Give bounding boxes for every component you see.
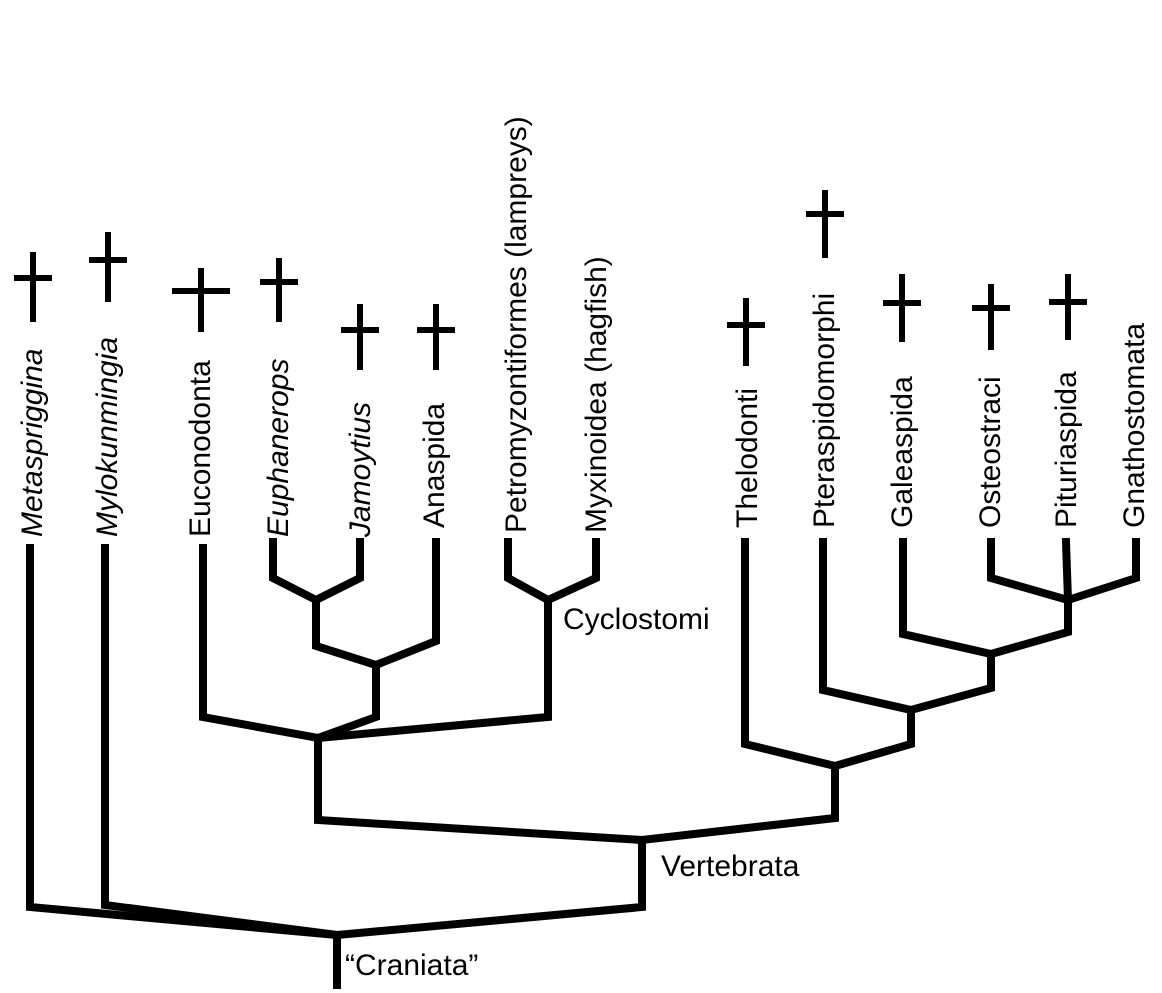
clade-label-craniata: “Craniata” — [345, 949, 478, 982]
taxon-label-myxinoidea: Myxinoidea (hagfish) — [580, 256, 613, 533]
extinction-markers — [14, 190, 1087, 370]
branch-petromyzontiformes — [504, 538, 554, 606]
branch-craniata-to-vertebrata — [332, 836, 646, 940]
taxon-labels: Metaspriggina Mylokunmingia Euconodonta … — [16, 116, 1151, 538]
taxon-label-petromyzontiformes: Petromyzontiformes (lampreys) — [500, 116, 533, 533]
branch-jamoytius — [310, 538, 364, 606]
branch-osteostraci — [987, 538, 1073, 605]
branch-galeaspida — [899, 538, 996, 659]
dagger-icon — [972, 284, 1010, 350]
branch-to-galeaspid-group — [906, 650, 995, 715]
dagger-icon — [1049, 274, 1087, 340]
taxon-label-thelodonti: Thelodonti — [731, 388, 764, 528]
clade-label-cyclostomi: Cyclostomi — [563, 603, 710, 636]
branch-node-euconodonta — [199, 544, 323, 743]
dagger-icon — [89, 232, 127, 302]
taxon-label-pituriaspida: Pituriaspida — [1050, 371, 1083, 528]
branch-vertebrata-to-thelodont-group — [637, 762, 839, 845]
branch-anaspid-group-to-anaspida — [370, 538, 440, 671]
taxon-label-mylokunmingia: Mylokunmingia — [91, 337, 124, 537]
taxon-label-jamoytius: Jamoytius — [344, 402, 377, 538]
dagger-icon — [806, 190, 844, 258]
branch-myxinoidea — [542, 538, 600, 606]
branch-thelodonti — [741, 538, 840, 771]
branch-craniata-to-metaspriggina — [26, 544, 342, 940]
branch-to-osteostraci-group — [986, 596, 1072, 659]
dagger-icon — [14, 252, 52, 322]
dagger-icon — [341, 304, 379, 370]
branch-euphanerops — [269, 538, 322, 606]
branch-node-to-anaspid-group — [312, 661, 380, 744]
dagger-icon — [417, 304, 455, 370]
branch-gnathostomata — [1062, 538, 1140, 606]
taxon-label-galeaspida: Galeaspida — [886, 376, 919, 528]
dagger-icon — [260, 258, 298, 322]
taxon-label-metaspriggina: Metaspriggina — [16, 349, 49, 537]
branch-anaspid-group-to-euph-jam — [312, 596, 382, 671]
dagger-icon — [727, 298, 765, 366]
taxon-label-euphanerops: Euphanerops — [262, 359, 295, 537]
branch-craniata-to-mylokunmingia — [101, 544, 342, 940]
branch-to-pteraspid-group — [830, 706, 915, 771]
taxon-label-osteostraci: Osteostraci — [974, 376, 1007, 528]
branch-pteraspidomorphi — [819, 538, 916, 715]
branch-node-to-cyclostomi — [313, 596, 552, 743]
branch-vertebrata-to-cyclostome-group — [314, 734, 647, 845]
dagger-icon — [883, 274, 921, 342]
dagger-icon — [172, 268, 230, 332]
taxon-label-gnathostomata: Gnathostomata — [1118, 323, 1151, 528]
tree-branches — [26, 537, 1140, 989]
taxon-label-pteraspidomorphi: Pteraspidomorphi — [808, 293, 841, 528]
clade-label-vertebrata: Vertebrata — [661, 850, 800, 883]
taxon-label-anaspida: Anaspida — [418, 403, 451, 528]
branch-pituriaspida — [1061, 537, 1073, 605]
taxon-label-euconodonta: Euconodonta — [184, 360, 217, 537]
